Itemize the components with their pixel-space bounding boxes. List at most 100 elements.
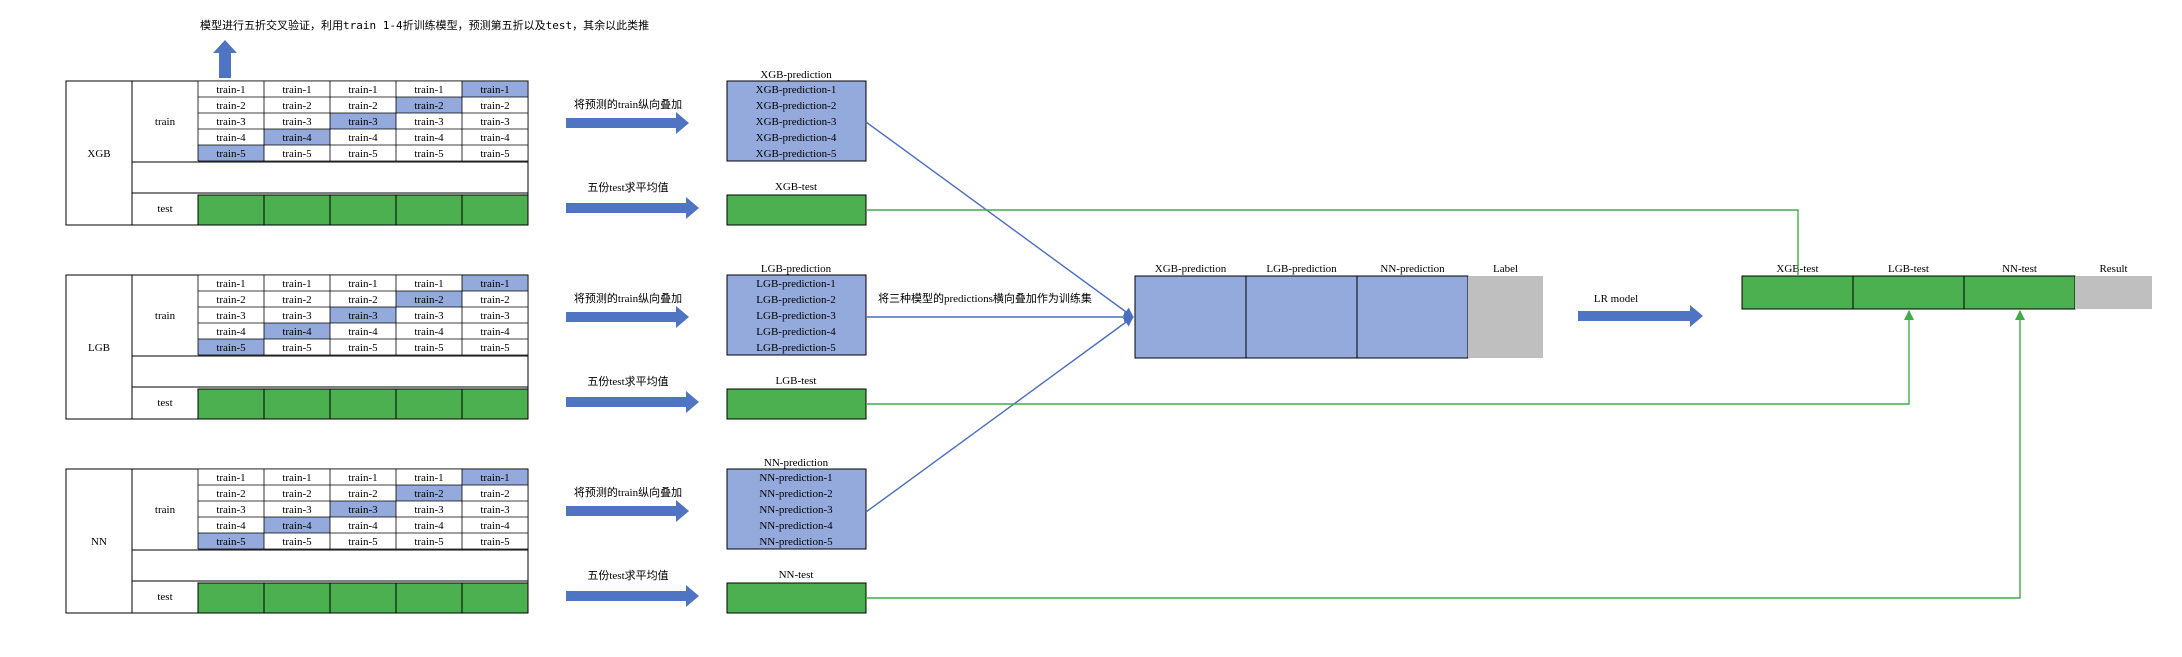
result-cell bbox=[1963, 275, 2076, 310]
fold-cell-label: train-1 bbox=[282, 472, 311, 484]
fold-cell bbox=[330, 307, 396, 323]
fold-cell-label: train-2 bbox=[216, 294, 245, 306]
fold-cell bbox=[396, 323, 462, 339]
fold-cell-label: train-5 bbox=[282, 148, 312, 160]
fold-cell-label: train-2 bbox=[480, 488, 509, 500]
fold-cell bbox=[330, 339, 396, 355]
test-box bbox=[726, 194, 867, 226]
fold-cell-label: train-3 bbox=[348, 504, 378, 516]
train-set-column bbox=[1356, 275, 1469, 359]
fold-cell bbox=[264, 81, 330, 97]
fold-cell bbox=[396, 469, 462, 485]
test-cell bbox=[395, 388, 463, 420]
fold-cell-label: train-4 bbox=[480, 132, 510, 144]
train-set-header: Label bbox=[1493, 263, 1518, 275]
fold-cell bbox=[330, 485, 396, 501]
fold-cell-label: train-4 bbox=[216, 326, 246, 338]
fold-cell-label: train-1 bbox=[348, 472, 377, 484]
fold-cell bbox=[264, 113, 330, 129]
connectors bbox=[865, 121, 2025, 599]
stack-arrow-label: 将预测的train纵向叠加 bbox=[574, 291, 682, 305]
prediction-label: LGB-prediction-5 bbox=[756, 342, 836, 354]
prediction-label: NN-prediction-1 bbox=[759, 472, 832, 484]
fold-cell-label: train-5 bbox=[348, 536, 378, 548]
fold-cell-label: train-1 bbox=[414, 278, 443, 290]
right-arrow-icon bbox=[566, 500, 689, 522]
fold-cell bbox=[396, 113, 462, 129]
fold-cell-label: train-4 bbox=[414, 520, 444, 532]
stack-arrow-label: 将预测的train纵向叠加 bbox=[574, 97, 682, 111]
fold-cell-label: train-2 bbox=[480, 100, 509, 112]
fold-cell bbox=[198, 291, 264, 307]
model-block-lgb: LGBtraintesttrain-1train-2train-3train-4… bbox=[65, 263, 867, 420]
fold-cell bbox=[396, 533, 462, 549]
fold-cell-label: train-2 bbox=[480, 294, 509, 306]
fold-cell bbox=[330, 129, 396, 145]
test-cell bbox=[461, 194, 529, 226]
connector-xgb bbox=[865, 121, 1134, 318]
fold-cell-label: train-5 bbox=[480, 342, 510, 354]
test-cell bbox=[395, 194, 463, 226]
fold-cell bbox=[198, 129, 264, 145]
fold-cell bbox=[396, 291, 462, 307]
fold-cell-label: train-1 bbox=[216, 472, 245, 484]
fold-cell-label: train-1 bbox=[480, 84, 509, 96]
fold-cell bbox=[330, 323, 396, 339]
fold-cell bbox=[462, 517, 528, 533]
fold-cell bbox=[396, 81, 462, 97]
fold-cell-label: train-2 bbox=[282, 488, 311, 500]
fold-cell-label: train-4 bbox=[348, 132, 378, 144]
test-cell bbox=[395, 582, 463, 614]
fold-cell-label: train-3 bbox=[414, 310, 444, 322]
test-cell bbox=[461, 582, 529, 614]
fold-cell bbox=[462, 81, 528, 97]
fold-cell-label: train-5 bbox=[480, 148, 510, 160]
fold-cell bbox=[462, 129, 528, 145]
fold-cell bbox=[330, 113, 396, 129]
prediction-label: NN-prediction-4 bbox=[759, 520, 833, 532]
fold-cell-label: train-3 bbox=[216, 310, 246, 322]
fold-cell-label: train-5 bbox=[216, 536, 246, 548]
test-box bbox=[726, 388, 867, 420]
fold-cell-label: train-5 bbox=[480, 536, 510, 548]
fold-cell bbox=[264, 501, 330, 517]
fold-cell-label: train-2 bbox=[348, 294, 377, 306]
prediction-label: LGB-prediction-4 bbox=[756, 326, 836, 338]
model-block-xgb: XGBtraintesttrain-1train-2train-3train-4… bbox=[65, 69, 867, 226]
fold-cell-label: train-4 bbox=[348, 326, 378, 338]
model-name: LGB bbox=[88, 342, 110, 354]
fold-cell-label: train-3 bbox=[348, 310, 378, 322]
prediction-label: NN-prediction-5 bbox=[759, 536, 833, 548]
result-header: NN-test bbox=[2002, 263, 2037, 275]
right-arrow-icon bbox=[566, 197, 699, 219]
fold-cell bbox=[264, 291, 330, 307]
fold-cell bbox=[330, 517, 396, 533]
fold-cell bbox=[462, 533, 528, 549]
fold-cell bbox=[264, 533, 330, 549]
prediction-label: LGB-prediction-3 bbox=[756, 310, 836, 322]
fold-cell-label: train-3 bbox=[216, 116, 246, 128]
test-cell bbox=[263, 582, 331, 614]
avg-arrow-label: 五份test求平均值 bbox=[587, 569, 668, 582]
fold-cell bbox=[462, 323, 528, 339]
test-box bbox=[726, 582, 867, 614]
fold-cell-label: train-4 bbox=[480, 326, 510, 338]
fold-cell-label: train-1 bbox=[414, 472, 443, 484]
model-name: NN bbox=[91, 536, 107, 548]
fold-cell-label: train-1 bbox=[282, 84, 311, 96]
prediction-label: LGB-prediction-2 bbox=[756, 294, 835, 306]
fold-cell-label: train-4 bbox=[282, 520, 312, 532]
fold-cell-label: train-5 bbox=[348, 342, 378, 354]
right-arrow-icon bbox=[566, 585, 699, 607]
fold-cell-label: train-1 bbox=[348, 84, 377, 96]
fold-cell-label: train-3 bbox=[480, 116, 510, 128]
test-title: LGB-test bbox=[776, 375, 817, 387]
result-header: LGB-test bbox=[1888, 263, 1929, 275]
fold-cell-label: train-4 bbox=[282, 326, 312, 338]
fold-cell-label: train-5 bbox=[216, 342, 246, 354]
fold-cell-label: train-4 bbox=[282, 132, 312, 144]
fold-cell bbox=[198, 323, 264, 339]
fold-cell bbox=[264, 275, 330, 291]
